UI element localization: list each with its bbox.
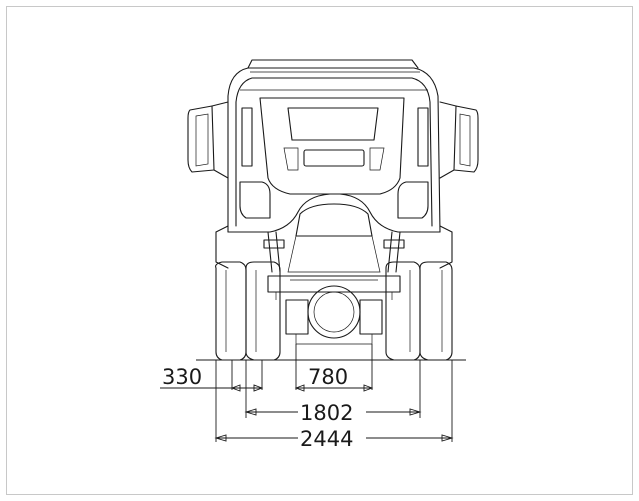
dimension-overhang: 330 bbox=[160, 365, 264, 392]
cab-lower bbox=[215, 193, 453, 273]
axle-differential bbox=[267, 275, 401, 345]
windscreen-panel bbox=[259, 97, 405, 195]
dimension-extension-lines bbox=[215, 344, 453, 442]
mirrors bbox=[187, 101, 479, 179]
dim-text-track-width: 1802 bbox=[300, 401, 353, 425]
dim-text-frame-width: 780 bbox=[308, 365, 348, 389]
dimension-frame-width: 780 bbox=[294, 365, 374, 392]
dimension-track-width: 1802 bbox=[244, 401, 422, 425]
drawing-frame bbox=[6, 6, 633, 495]
side-windows bbox=[239, 107, 429, 219]
dim-text-overall-width: 2444 bbox=[300, 427, 353, 451]
dimension-overall-width: 2444 bbox=[214, 427, 454, 451]
dim-text-overhang: 330 bbox=[162, 365, 202, 389]
cab bbox=[227, 59, 441, 233]
wheels bbox=[215, 261, 453, 361]
